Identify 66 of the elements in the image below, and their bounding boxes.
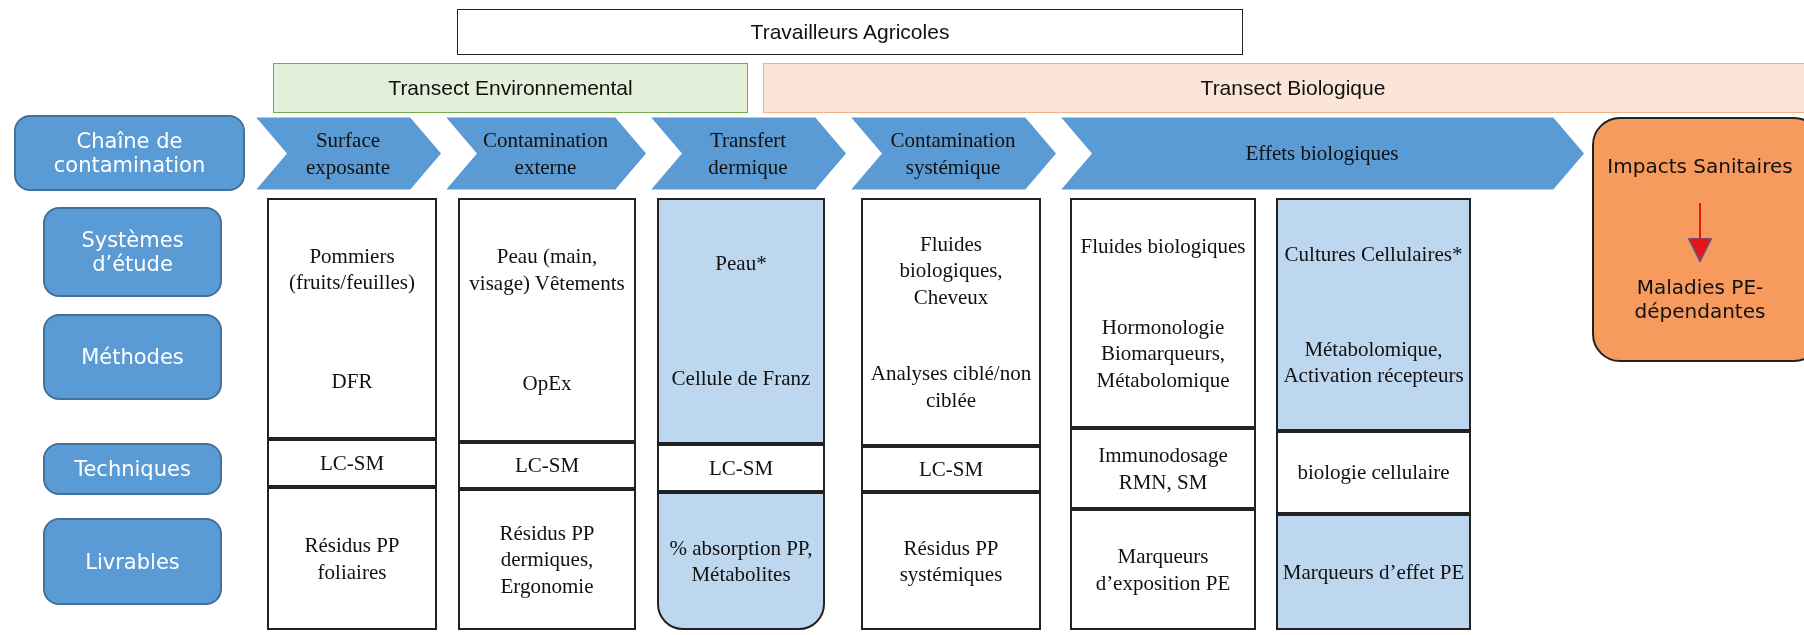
table-cell [861, 492, 1041, 630]
table-cell [267, 439, 437, 487]
table-cell [657, 444, 825, 492]
table-cell [657, 198, 825, 444]
cell-text: Métabolomique, Activation récepteurs [1282, 335, 1465, 389]
chevron-label: Surface exposante [305, 127, 391, 180]
table-cell [458, 198, 636, 442]
table-cell [1276, 198, 1471, 431]
row-label-pill: Méthodes [43, 314, 222, 400]
table-cell [267, 487, 437, 630]
row-label-pill: Systèmes d’étude [43, 207, 222, 297]
chevron-label: Effets biologiques [1245, 140, 1399, 167]
cell-text: OpEx [522, 370, 572, 397]
table-cell [458, 442, 636, 489]
cell-text: Résidus PP systémiques [898, 534, 1004, 588]
cell-text: biologie cellulaire [1297, 459, 1450, 486]
cell-text: Résidus PP dermiques, Ergonomie [498, 520, 596, 599]
cell-text: LC-SM [319, 449, 385, 477]
cell-text: % absorption PP, Métabolites [668, 534, 814, 588]
impact-text: Maladies PE-dépendantes [1594, 264, 1804, 334]
table-cell [458, 489, 636, 630]
table-cell [657, 492, 825, 630]
step-banner [253, 116, 443, 191]
cell-text: Marqueurs d’exposition PE [1094, 543, 1232, 596]
cell-text: Pommiers (fruits/feuilles) [288, 242, 416, 296]
cell-text: Fluides biologiques [1080, 233, 1246, 260]
section-band [273, 63, 748, 113]
cell-text: Analyses ciblé/non ciblée [869, 360, 1033, 413]
row-label-pill: Livrables [43, 518, 222, 605]
step-banner [848, 116, 1058, 191]
cell-text: Cellule de Franz [671, 365, 811, 392]
impact-box [1592, 117, 1804, 362]
table-cell [1070, 509, 1256, 630]
step-banner [648, 116, 848, 191]
section-band [763, 63, 1804, 113]
row-label-pill: Techniques [43, 443, 222, 495]
table-cell [861, 198, 1041, 446]
cell-text: Fluides biologiques, Cheveux [898, 231, 1004, 310]
chevron-label: Transfert dermique [707, 127, 789, 180]
cell-text: LC-SM [918, 455, 984, 483]
row-label-pill: Chaîne de contamination [14, 115, 245, 191]
impact-text: Impacts Sanitaires [1594, 131, 1804, 201]
header-box [457, 9, 1243, 55]
cell-text: Marqueurs d’effet PE [1282, 558, 1465, 586]
cell-text: Peau (main, visage) Vêtements [468, 243, 626, 296]
chevron-label: Contamination externe [482, 127, 609, 180]
cell-text: LC-SM [514, 452, 580, 479]
arrow [1687, 202, 1713, 263]
cell-text: Transect Environnemental [388, 74, 633, 101]
chevron-label: Contamination systémique [889, 127, 1017, 180]
table-cell [1070, 198, 1256, 428]
cell-text: Transect Biologique [1200, 74, 1386, 101]
table-cell [267, 198, 437, 439]
cell-text: DFR [331, 368, 373, 395]
cell-text: Hormonologie Biomarqueurs, Métabolomique [1095, 314, 1231, 393]
table-cell [1070, 428, 1256, 509]
cell-text: Peau* [715, 250, 767, 277]
step-banner [443, 116, 648, 191]
cell-text: Cultures Cellulaires* [1284, 240, 1463, 267]
table-cell [1276, 431, 1471, 514]
cell-text: LC-SM [708, 454, 774, 482]
cell-text: Résidus PP foliaires [303, 532, 401, 585]
table-cell [861, 446, 1041, 492]
table-cell [1276, 514, 1471, 630]
cell-text: Immunodosage RMN, SM [1097, 442, 1229, 495]
cell-text: Travailleurs Agricoles [750, 18, 950, 45]
